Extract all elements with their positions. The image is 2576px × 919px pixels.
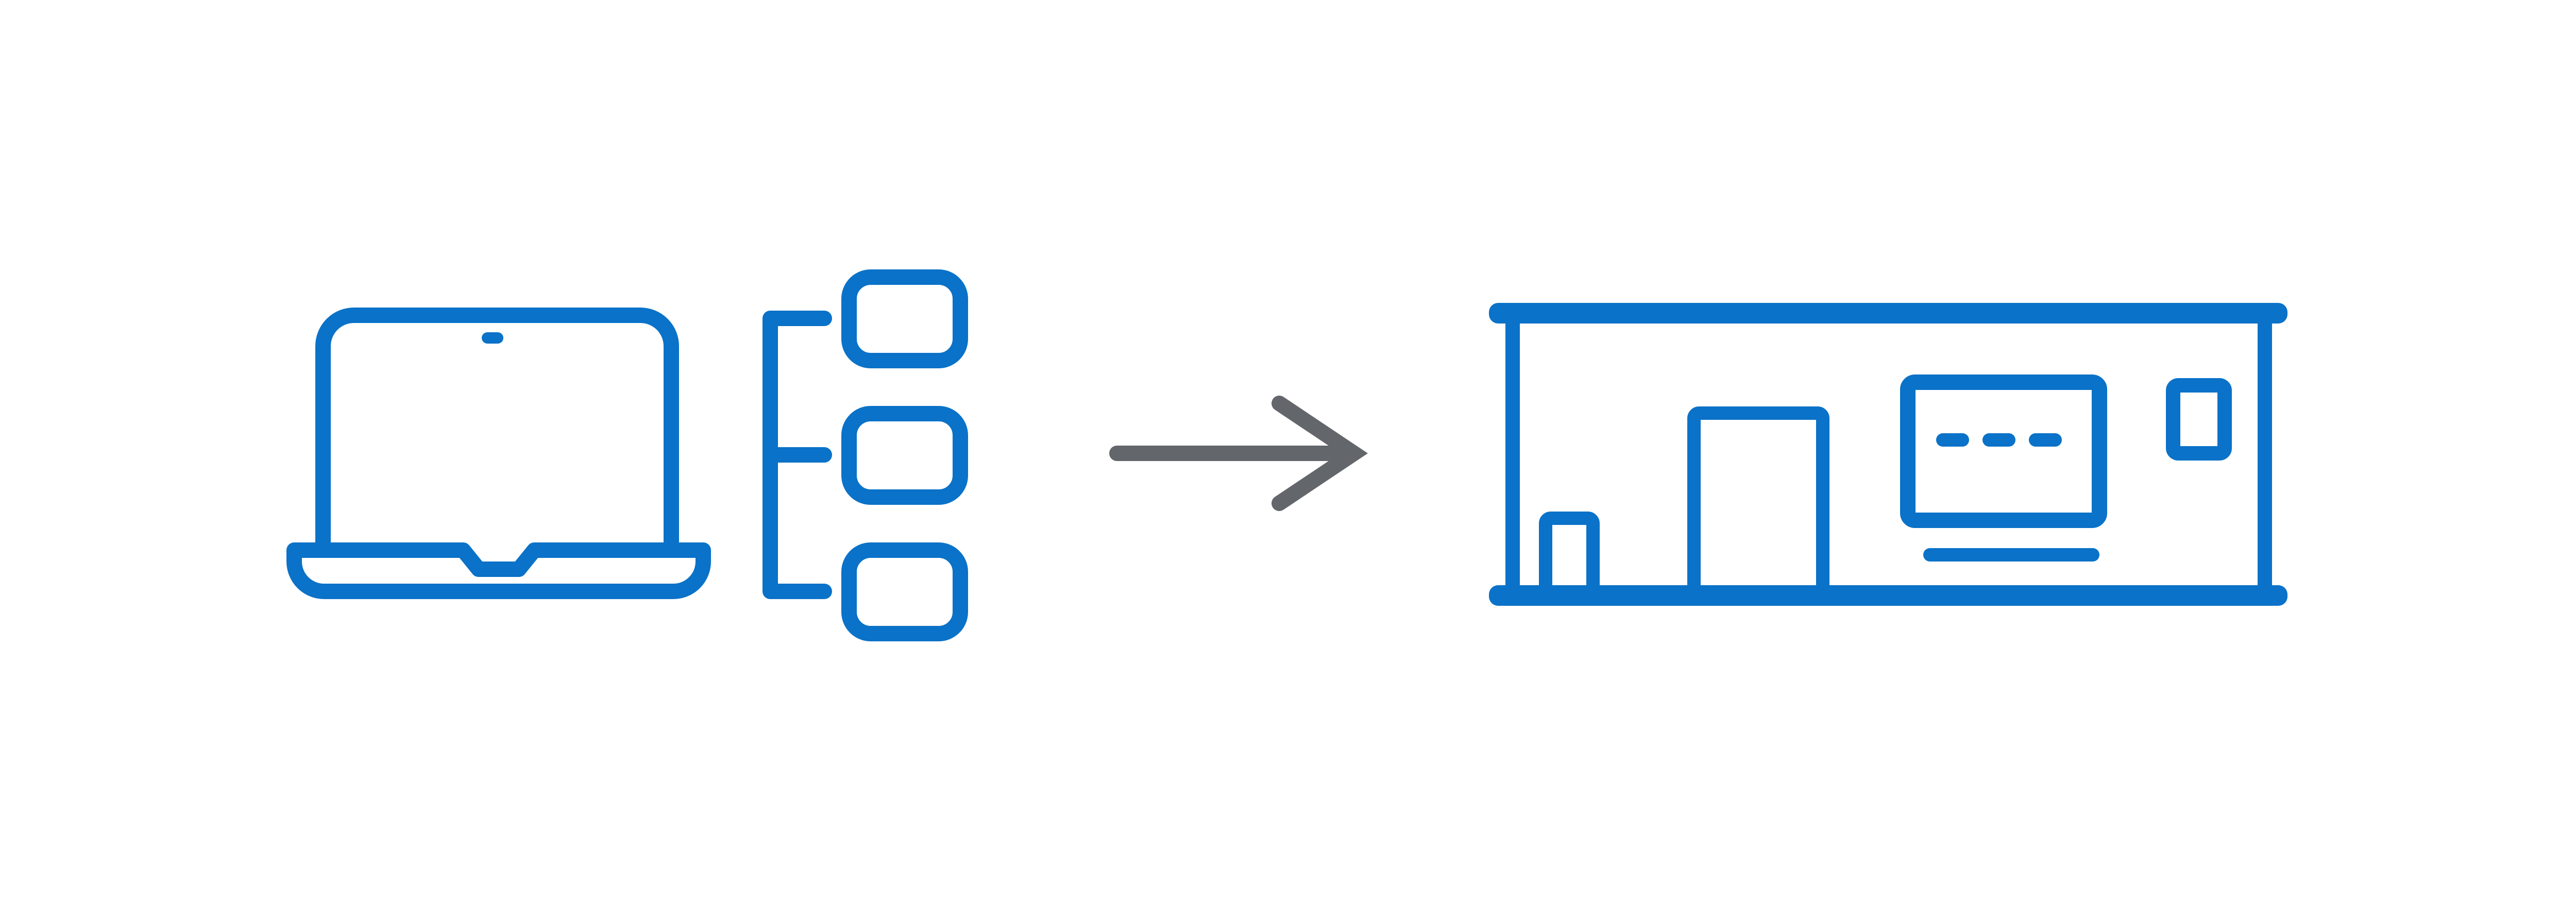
display-dash-1 bbox=[1936, 433, 1969, 447]
hierarchy-node-2[interactable] bbox=[841, 406, 968, 505]
laptop-camera-dot-icon bbox=[482, 332, 503, 344]
hierarchy-node-1[interactable] bbox=[841, 269, 968, 368]
storefront-tall-shelf-box bbox=[1687, 406, 1829, 588]
display-dash-2 bbox=[1982, 433, 2015, 447]
storefront-counter-bar bbox=[1923, 548, 2099, 561]
hierarchy-node-3[interactable] bbox=[841, 542, 968, 641]
storefront-right-wall bbox=[2258, 320, 2272, 588]
storefront-short-shelf-box bbox=[1539, 512, 1600, 588]
arrow-head bbox=[1272, 396, 1368, 511]
storefront-icon[interactable] bbox=[1489, 303, 2287, 606]
laptop-base-outline bbox=[286, 542, 711, 599]
storefront-awning-bar bbox=[1489, 303, 2287, 324]
laptop-screen-outline bbox=[315, 308, 679, 543]
storefront-left-wall bbox=[1505, 320, 1520, 588]
storefront-floor-bar bbox=[1489, 585, 2287, 606]
display-dash-3 bbox=[2029, 433, 2062, 447]
storefront-side-window[interactable] bbox=[2166, 378, 2232, 461]
laptop-icon[interactable] bbox=[286, 308, 711, 599]
arrow-right-icon bbox=[1109, 396, 1368, 511]
storefront-display-screen[interactable] bbox=[1900, 375, 2107, 528]
hierarchy-tree-icon[interactable] bbox=[762, 269, 968, 641]
